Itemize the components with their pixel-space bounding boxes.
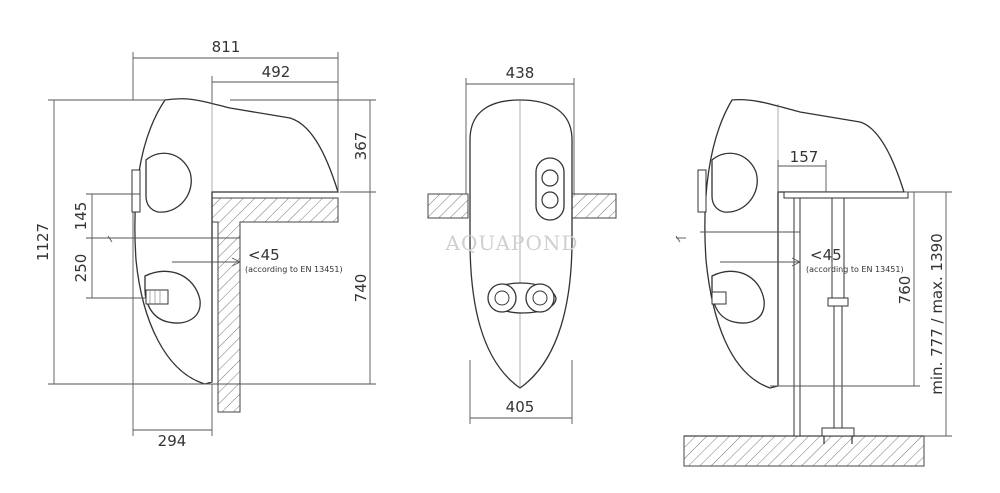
freestanding-view: 157 <45 (according to EN 13451) 760 min.… xyxy=(675,98,952,467)
front-ledge-left xyxy=(427,193,469,219)
side-dim-wall-height: 740 xyxy=(352,274,370,303)
free-angle-label: <45 xyxy=(810,246,842,264)
side-dim-upper-offset: 145 xyxy=(72,202,90,231)
side-dim-top-height: 367 xyxy=(352,132,370,161)
side-lower-nozzle xyxy=(145,289,169,305)
front-button-top xyxy=(541,169,559,187)
free-lower-nozzle-housing xyxy=(711,270,765,324)
free-upper-niche xyxy=(711,152,758,213)
free-front-post xyxy=(793,197,801,437)
side-dim-top-width: 492 xyxy=(262,63,291,81)
free-dim-offset: 157 xyxy=(790,148,819,166)
side-dim-bottom-depth: 294 xyxy=(158,432,187,450)
front-button-bottom xyxy=(541,191,559,209)
side-view: 811 492 367 1127 145 250 740 294 <45 (ac… xyxy=(34,38,376,450)
side-upper-niche xyxy=(145,152,192,213)
side-dim-width: 811 xyxy=(212,38,241,56)
front-ledge-right xyxy=(571,193,617,219)
side-dim-total-height: 1127 xyxy=(34,223,52,261)
front-control-panel xyxy=(535,157,565,221)
side-lower-nozzle-housing xyxy=(144,270,201,324)
front-dim-top-width: 438 xyxy=(506,64,535,82)
free-dim-range: min. 777 / max. 1390 xyxy=(928,233,946,394)
free-top-bracket xyxy=(783,191,909,199)
front-dim-bottom-width: 405 xyxy=(506,398,535,416)
side-wall-hatch xyxy=(211,197,339,413)
side-angle-label: <45 xyxy=(248,246,280,264)
side-upper-fitting xyxy=(131,169,141,213)
free-rear-post-lower xyxy=(833,305,843,431)
free-body-outline xyxy=(704,98,905,389)
side-dim-lower-offset: 250 xyxy=(72,254,90,283)
free-base-plate xyxy=(821,427,855,437)
watermark: AQUAPOND xyxy=(445,231,579,255)
free-dim-height: 760 xyxy=(896,276,914,305)
ground-hatch xyxy=(683,435,925,467)
side-angle-note: (according to EN 13451) xyxy=(245,265,343,274)
front-view: 438 405 xyxy=(427,64,617,424)
free-angle-note: (according to EN 13451) xyxy=(806,265,904,274)
